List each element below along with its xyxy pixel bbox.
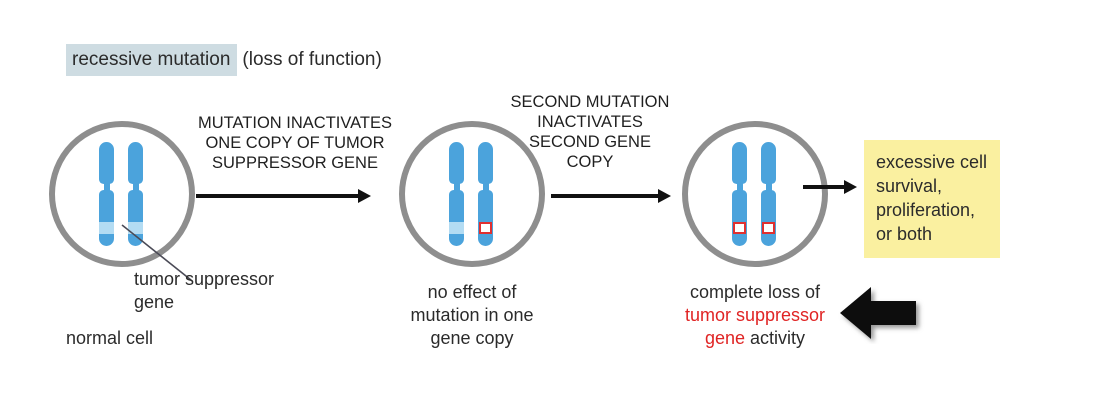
chromosome-right: [478, 142, 493, 246]
chromosome-arm-top: [449, 142, 464, 184]
caption-line-1: complete loss of: [689, 282, 821, 302]
tumor-suppressor-gene-band: [128, 222, 143, 234]
gene-label-line-2: gene: [134, 292, 175, 312]
chromosome-left: [732, 142, 747, 246]
homozygous-mutant-cell-caption: complete loss of tumor suppressor gene a…: [640, 281, 870, 350]
centromere: [103, 183, 110, 191]
step-1-arrow: [196, 189, 371, 203]
outcome-box: excessive cell survival, proliferation, …: [864, 140, 1000, 258]
caption-line-3: gene activity: [640, 327, 870, 350]
centromere: [132, 183, 139, 191]
chromosome-arm-top: [732, 142, 747, 184]
heterozygous-cell-caption: no effect of mutation in one gene copy: [372, 281, 572, 350]
caption-line-1: no effect of: [427, 282, 517, 302]
diagram-header: recessive mutation(loss of function): [66, 44, 382, 76]
chromosome-pair-mutant: [728, 142, 782, 246]
chromosome-arm-bottom: [761, 190, 776, 246]
chromosome-arm-top: [761, 142, 776, 184]
mutation-marker: [733, 222, 746, 234]
chromosome-arm-top: [478, 142, 493, 184]
gene-label-line-1: tumor suppressor: [134, 269, 275, 289]
step-2-line-1: SECOND MUTATION: [510, 93, 670, 111]
step-2-line-2: INACTIVATES: [537, 113, 643, 131]
caption-line-2: mutation in one: [410, 305, 534, 325]
chromosome-left: [449, 142, 464, 246]
heterozygous-cell-circle: [399, 121, 545, 267]
chromosome-left: [99, 142, 114, 246]
chromosome-arm-top: [128, 142, 143, 184]
outcome-line-2: survival,: [876, 176, 943, 196]
arrow-head: [658, 189, 671, 203]
centromere: [453, 183, 460, 191]
chromosome-arm-bottom: [128, 190, 143, 246]
tumor-suppressor-gene-band: [99, 222, 114, 234]
chromosome-arm-bottom: [99, 190, 114, 246]
step-2-line-3: SECOND GENE: [529, 133, 651, 151]
chromosome-pair-heterozygous: [445, 142, 499, 246]
step-1-label: MUTATION INACTIVATES ONE COPY OF TUMOR S…: [170, 113, 420, 173]
homozygous-mutant-cell-circle: [682, 121, 828, 267]
step-1-line-1: MUTATION INACTIVATES: [197, 114, 393, 132]
caption-line-3: gene copy: [430, 328, 514, 348]
chromosome-arm-bottom: [449, 190, 464, 246]
caption-line-2-red: tumor suppressor: [684, 305, 826, 325]
arrow-head: [358, 189, 371, 203]
chromosome-right: [761, 142, 776, 246]
step-2-label: SECOND MUTATION INACTIVATES SECOND GENE …: [487, 92, 693, 172]
chromosome-arm-bottom: [732, 190, 747, 246]
mutation-marker: [479, 222, 492, 234]
caption-line-3-red: gene: [704, 328, 746, 348]
chromosome-right: [128, 142, 143, 246]
tumor-suppressor-gene-label: tumor suppressor gene: [134, 268, 274, 314]
step-2-line-4: COPY: [566, 153, 614, 171]
pointer-arrow-icon: [840, 287, 916, 339]
outcome-line-1: excessive cell: [876, 152, 988, 172]
arrow-shaft: [196, 194, 358, 198]
outcome-line-4: or both: [876, 224, 933, 244]
arrow-head: [844, 180, 857, 194]
step-2-arrow: [551, 189, 671, 203]
centromere: [482, 183, 489, 191]
chromosome-arm-bottom: [478, 190, 493, 246]
centromere: [736, 183, 743, 191]
outcome-line-3: proliferation,: [876, 200, 976, 220]
centromere: [765, 183, 772, 191]
tumor-suppressor-gene-band: [449, 222, 464, 234]
chromosome-pair-normal: [95, 142, 149, 246]
caption-line-3-rest: activity: [745, 328, 806, 348]
loss-of-function-qualifier: (loss of function): [242, 49, 382, 70]
arrow-shaft: [551, 194, 658, 198]
mutation-marker: [762, 222, 775, 234]
normal-cell-caption: normal cell: [66, 328, 154, 348]
recessive-mutation-term: recessive mutation: [66, 44, 238, 76]
step-3-arrow: [803, 180, 857, 194]
step-1-line-3: SUPPRESSOR GENE: [212, 154, 378, 172]
chromosome-arm-top: [99, 142, 114, 184]
arrow-shaft: [803, 185, 844, 189]
step-1-line-2: ONE COPY OF TUMOR: [205, 134, 385, 152]
